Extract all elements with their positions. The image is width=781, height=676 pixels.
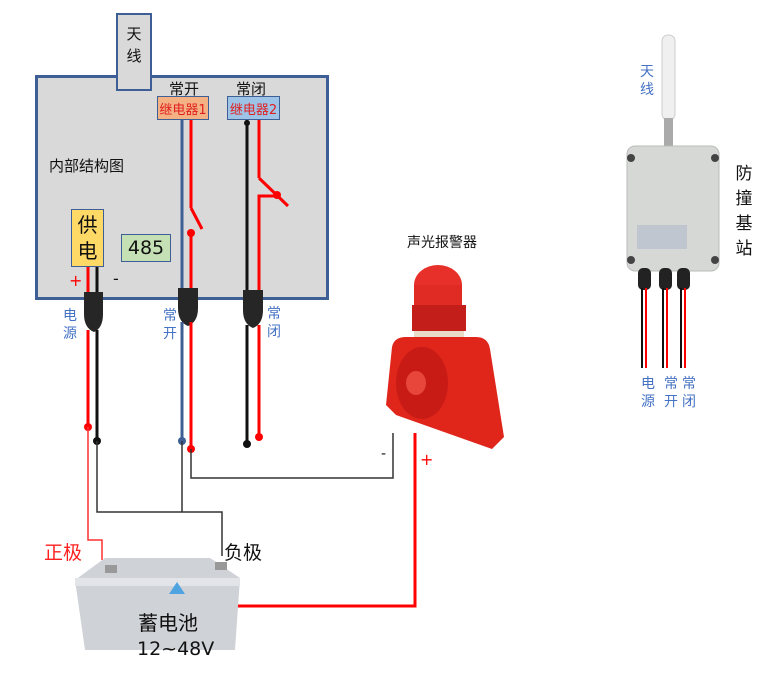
relay2-red-wire-lower [257,194,277,290]
sound-light-alarm [386,265,504,449]
base-wire-label-no: 常开 [664,376,678,410]
base-cable-gland [659,268,672,290]
power-connector [84,292,103,332]
base-screw [711,154,719,162]
relay2-switch-contact [257,176,290,208]
battery-negative-label: 负极 [224,542,263,564]
battery-positive-post [105,565,117,573]
alarm-speaker-center [406,371,426,395]
alarm-beacon-base [412,305,466,331]
battery-negative-post [215,562,227,570]
normally-closed-terminal-label: 常闭 [267,306,281,340]
battery-body [75,558,240,650]
power-plus-sign: + [69,271,83,290]
base-screw [627,154,635,162]
base-antenna-connector [664,118,673,148]
base-antenna-label: 天线 [640,64,654,98]
panel-antenna-box: 天线 [116,13,152,91]
alarm-beacon-body [414,285,462,305]
normally-open-terminal-label: 常开 [163,308,177,342]
base-station-name: 防撞基站 [735,164,753,259]
panel-antenna-label: 天线 [126,25,142,65]
relay-2: 继电器2 [227,96,280,120]
base-cable-gland [638,268,651,290]
alarm-negative-wire [190,433,394,479]
battery-positive-wire [87,427,103,560]
rs485-box: 485 [121,234,171,262]
battery-positive-label: 正极 [44,542,83,564]
relay1-top-label: 常开 [169,80,200,98]
base-antenna [661,34,676,121]
normally-closed-connector [243,290,263,328]
normally-closed-black-terminal [243,440,251,448]
base-screw [627,256,635,264]
battery-negative-wire [96,441,223,556]
power-supply-label: 供电 [77,213,98,263]
power-supply-box: 供电 [71,209,104,267]
alarm-title: 声光报警器 [407,235,477,251]
relay-1: 继电器1 [157,96,209,120]
anti-collision-base-station [626,34,720,368]
base-cable-gland [677,268,690,290]
battery-logo-icon [169,582,185,594]
relay2-top-label: 常闭 [236,80,267,98]
relay1-switch-contact [189,207,204,230]
base-enclosure [626,145,720,272]
normally-open-connector [178,288,198,326]
relay2-switch-pivot [273,191,281,199]
alarm-beacon-ring [414,331,464,337]
power-terminal-label: 电源 [63,308,77,342]
panel-title: 内部结构图 [49,157,125,175]
base-wire-label-power: 电源 [641,376,655,410]
battery-image [75,558,240,650]
base-screw [711,256,719,264]
battery-voltage: 12~48V [137,638,215,660]
base-nameplate [637,225,687,249]
alarm-plus-sign: + [420,450,434,469]
alarm-minus-sign: - [381,446,387,462]
normally-closed-red-terminal [255,433,263,441]
battery-name: 蓄电池 [138,611,198,635]
base-wire-label-nc: 常闭 [682,376,696,410]
battery-lid [75,578,240,586]
power-minus-sign: - [113,269,119,288]
